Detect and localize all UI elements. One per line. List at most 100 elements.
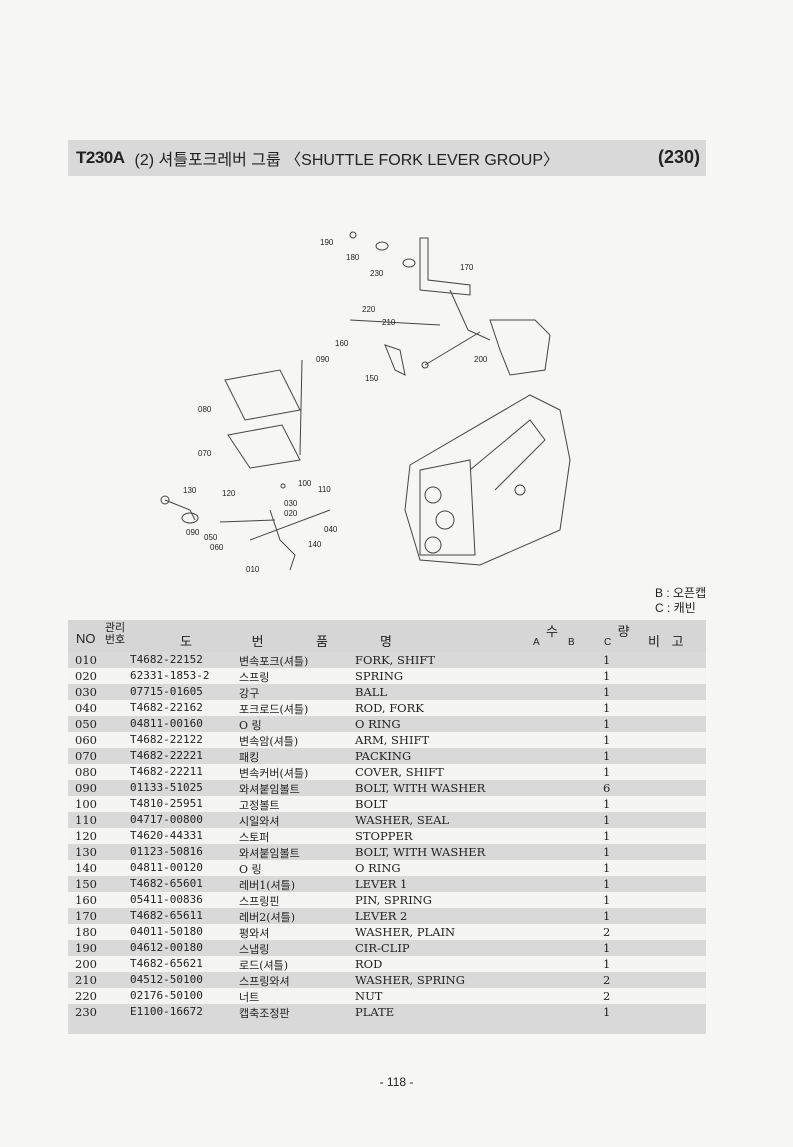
row-part-en: PIN, SPRING [355,893,432,907]
row-part-no: 04612-00180 [130,941,203,954]
callout-label: 060 [210,543,224,552]
row-part-kr: 스프링 [239,671,270,684]
row-no: 200 [75,957,97,971]
row-no: 170 [75,909,97,923]
row-qty: 1 [603,733,611,747]
group-code: T230A [76,148,125,167]
row-part-kr: 평와셔 [239,927,270,940]
callout-label: 210 [382,318,396,327]
row-no: 160 [75,893,97,907]
row-qty: 1 [603,909,611,923]
row-qty: 1 [603,717,611,731]
row-part-no: T4682-22122 [130,733,203,746]
row-no: 050 [75,717,97,731]
row-part-no: T4620-44331 [130,829,203,842]
row-part-kr: 스냅링 [239,943,270,956]
group-title: (2) 셔틀포크레버 그룹 〈SHUTTLE FORK LEVER GROUP〉 [134,152,560,169]
callout-label: 230 [370,269,384,278]
row-part-en: O RING [355,717,401,731]
row-qty: 1 [603,877,611,891]
callout-label: 140 [308,540,322,549]
row-part-en: FORK, SHIFT [355,653,436,667]
row-part-kr: O 링 [239,863,262,876]
row-qty: 2 [603,989,611,1003]
row-qty: 6 [603,781,611,795]
group-page-ref: (230) [657,147,700,167]
row-part-no: 62331-1853-2 [130,669,210,682]
row-part-no: T4682-22211 [130,765,203,778]
row-part-kr: 포크로드(셔틀) [239,703,309,716]
fork-assembly [160,483,331,571]
row-qty: 1 [603,893,611,907]
row-no: 190 [75,941,97,955]
row-part-no: 07715-01605 [130,685,203,698]
row-part-kr: 캡축조정판 [239,1007,290,1020]
callout-label: 130 [183,486,197,495]
row-part-en: PLATE [355,1005,395,1019]
row-no: 070 [75,749,97,763]
row-part-en: PACKING [355,749,412,763]
row-part-en: BALL [355,685,388,699]
row-part-kr: 너트 [239,991,260,1004]
row-part-no: 05411-00836 [130,893,203,906]
row-no: 230 [75,1005,97,1019]
row-part-no: T4810-25951 [130,797,203,810]
row-part-kr: 패킹 [239,751,260,764]
row-qty: 1 [603,749,611,763]
row-no: 060 [75,733,97,747]
header-part-no: 도 번 [180,634,292,649]
callout-label: 150 [365,374,379,383]
row-part-en: WASHER, SPRING [355,973,465,987]
row-part-kr: 고정볼트 [239,799,280,812]
row-part-no: 04811-00160 [130,717,203,730]
row-part-kr: 와셔붙임볼트 [239,847,300,860]
row-part-no: T4682-65601 [130,877,203,890]
transmission-case [404,394,571,566]
row-qty: 1 [603,701,611,715]
shift-cover [224,359,303,469]
header-qty-c: C [604,637,612,648]
row-part-en: NUT [355,989,383,1003]
legend-b: B : 오픈캡 [655,586,707,600]
row-no: 020 [75,669,97,683]
row-part-kr: 변속커버(셔틀) [239,767,309,780]
callout-label: 090 [186,528,200,537]
row-no: 180 [75,925,97,939]
row-qty: 1 [603,653,611,667]
row-no: 210 [75,973,97,987]
row-part-en: CIR-CLIP [355,941,410,955]
row-part-no: E1100-16672 [130,1005,203,1018]
row-no: 040 [75,701,97,715]
row-part-no: 01123-50816 [130,845,203,858]
row-part-en: O RING [355,861,401,875]
row-part-kr: O 링 [239,719,262,732]
row-part-kr: 스토퍼 [239,831,270,844]
row-part-kr: 변속포크(셔틀) [239,655,309,668]
title-bar: T230A (2) 셔틀포크레버 그룹 〈SHUTTLE FORK LEVER … [68,140,706,176]
row-qty: 1 [603,765,611,779]
parts-table-header: NO 관리 번호 도 번 품 명 수 량 A B C 비 고 [68,620,706,652]
row-qty: 1 [603,797,611,811]
parts-table-footer [68,1020,706,1034]
callout-label: 190 [320,238,334,247]
header-note: 비 고 [648,634,688,649]
callout-label: 170 [460,263,474,272]
callout-label: 180 [346,253,360,262]
row-no: 080 [75,765,97,779]
row-part-en: ROD, FORK [355,701,424,715]
row-qty: 1 [603,861,611,875]
row-part-kr: 변속암(셔틀) [239,735,299,748]
lever-assembly [349,231,551,376]
